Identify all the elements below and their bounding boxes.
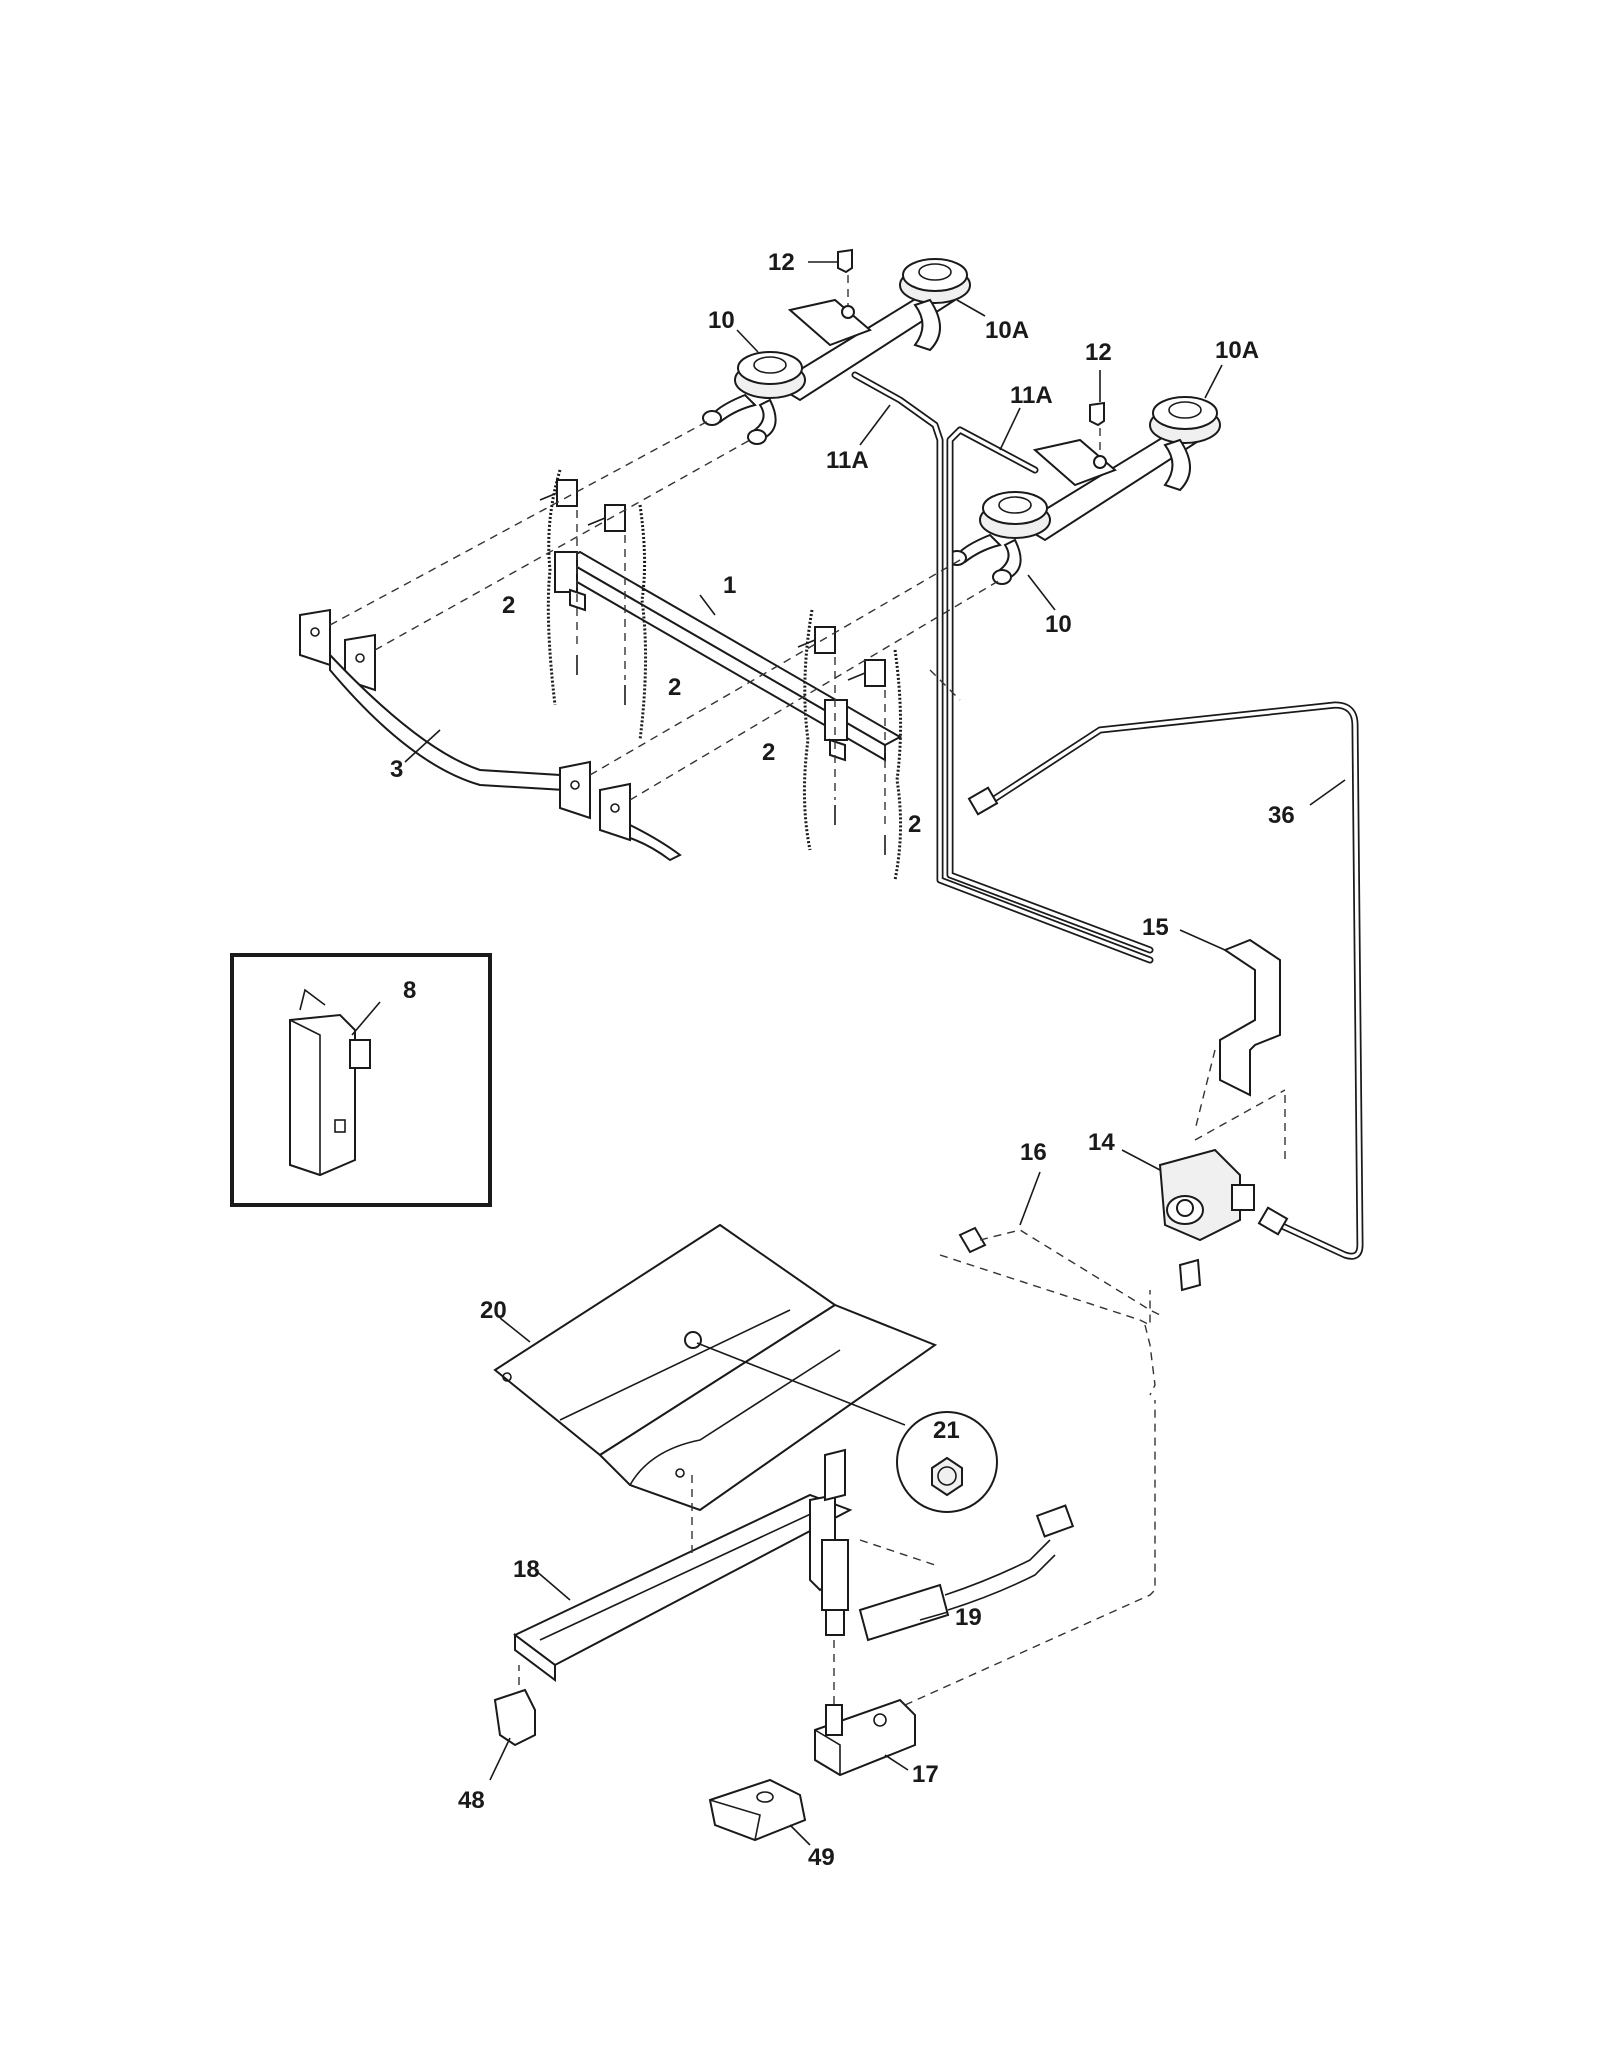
tube-36 xyxy=(967,701,1364,1260)
callout-36: 36 xyxy=(1268,802,1295,829)
callout-15: 15 xyxy=(1142,914,1169,941)
callout-2-mid: 2 xyxy=(668,674,681,701)
callout-11a-right: 11A xyxy=(1010,382,1053,409)
pressure-regulator xyxy=(1158,1148,1255,1292)
callout-11a-left: 11A xyxy=(826,447,869,474)
inset-box xyxy=(230,953,492,1207)
callout-2-lower-left: 2 xyxy=(762,739,775,766)
callout-2-upper-left: 2 xyxy=(502,592,515,619)
callout-49: 49 xyxy=(808,1844,835,1871)
frame-bracket xyxy=(299,608,682,862)
callout-17: 17 xyxy=(912,1761,939,1788)
callout-10a-right: 10A xyxy=(1215,337,1259,364)
clip-48 xyxy=(493,1665,536,1747)
callout-2-lower-right: 2 xyxy=(908,811,921,838)
callout-18: 18 xyxy=(513,1556,540,1583)
callout-1: 1 xyxy=(723,572,736,599)
assembly-lines-top xyxy=(329,419,1001,801)
callout-10-top: 10 xyxy=(708,307,735,334)
callout-12-top: 12 xyxy=(768,249,795,276)
callout-labels: 12 10 10A 12 10A 11A 11A 1 2 10 2 3 2 36… xyxy=(390,249,1295,1871)
bracket-15 xyxy=(1194,938,1286,1160)
callout-12-right: 12 xyxy=(1085,339,1112,366)
callout-21: 21 xyxy=(933,1417,960,1444)
callout-19: 19 xyxy=(955,1604,982,1631)
callout-20: 20 xyxy=(480,1297,507,1324)
callout-16: 16 xyxy=(1020,1139,1047,1166)
burner-assembly-right xyxy=(947,396,1221,585)
callout-8: 8 xyxy=(403,977,416,1004)
burner-assembly-left xyxy=(702,248,971,445)
safety-valve xyxy=(814,1400,1156,1777)
callout-10-right: 10 xyxy=(1045,611,1072,638)
spark-igniters xyxy=(539,469,903,881)
tube-16 xyxy=(939,1226,1161,1396)
callout-48: 48 xyxy=(458,1787,485,1814)
callout-14: 14 xyxy=(1088,1129,1115,1156)
leader-lines xyxy=(351,261,1346,1846)
heat-shield xyxy=(493,1223,938,1512)
oven-igniter xyxy=(858,1504,1075,1642)
nut-detail xyxy=(896,1411,998,1513)
bake-burner-tube xyxy=(513,1448,853,1715)
callout-3: 3 xyxy=(390,756,403,783)
bracket-49 xyxy=(708,1778,807,1842)
tube-11a xyxy=(851,371,1154,964)
callout-10a-top: 10A xyxy=(985,317,1029,344)
